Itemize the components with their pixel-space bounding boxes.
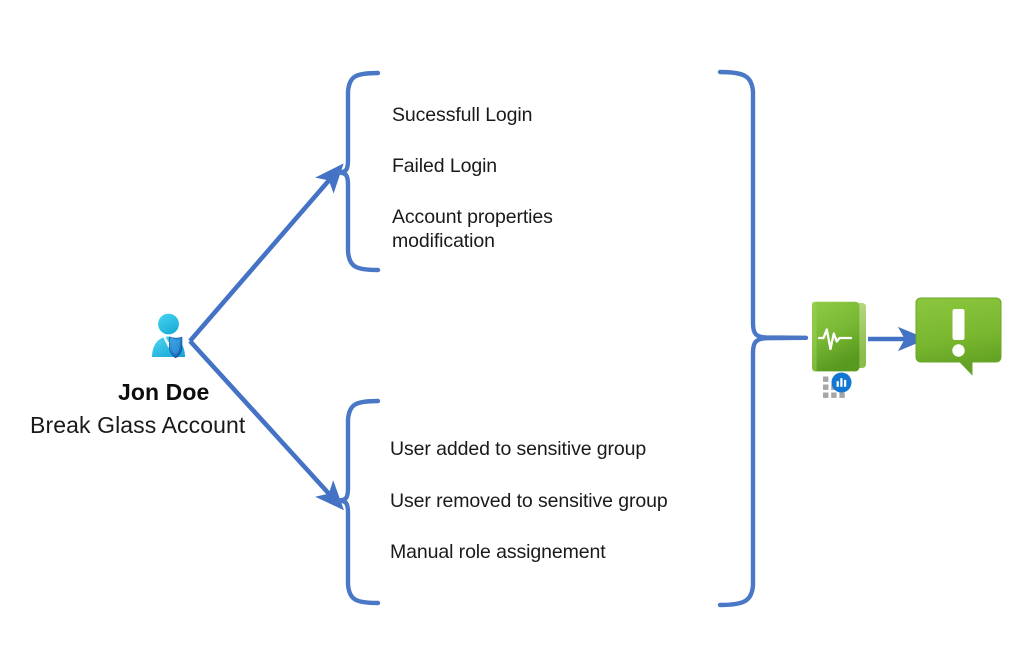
brace-privilege-group <box>337 398 381 606</box>
event-item-user-removed-from-sensitive-group: User removed to sensitive group <box>390 490 668 512</box>
analytics-chart-icon <box>823 372 852 398</box>
brace-auth-group <box>337 70 381 273</box>
event-item-user-added-to-sensitive-group: User added to sensitive group <box>390 438 647 460</box>
event-item-successful-login: Sucessfull Login <box>392 104 533 126</box>
event-item-manual-role-assignment: Manual role assignement <box>390 541 606 563</box>
actor-subtitle: Break Glass Account <box>30 412 246 438</box>
log-book-pulse-icon <box>812 301 866 372</box>
actor-name: Jon Doe <box>118 379 210 405</box>
event-item-failed-login: Failed Login <box>392 155 498 177</box>
arrow-actor-to-auth-group <box>188 163 344 343</box>
event-item-account-properties-modification: Account properties modification <box>392 206 553 252</box>
brace-aggregator <box>717 69 809 608</box>
user-shield-icon <box>152 313 185 359</box>
alert-bubble-icon <box>915 297 1002 376</box>
